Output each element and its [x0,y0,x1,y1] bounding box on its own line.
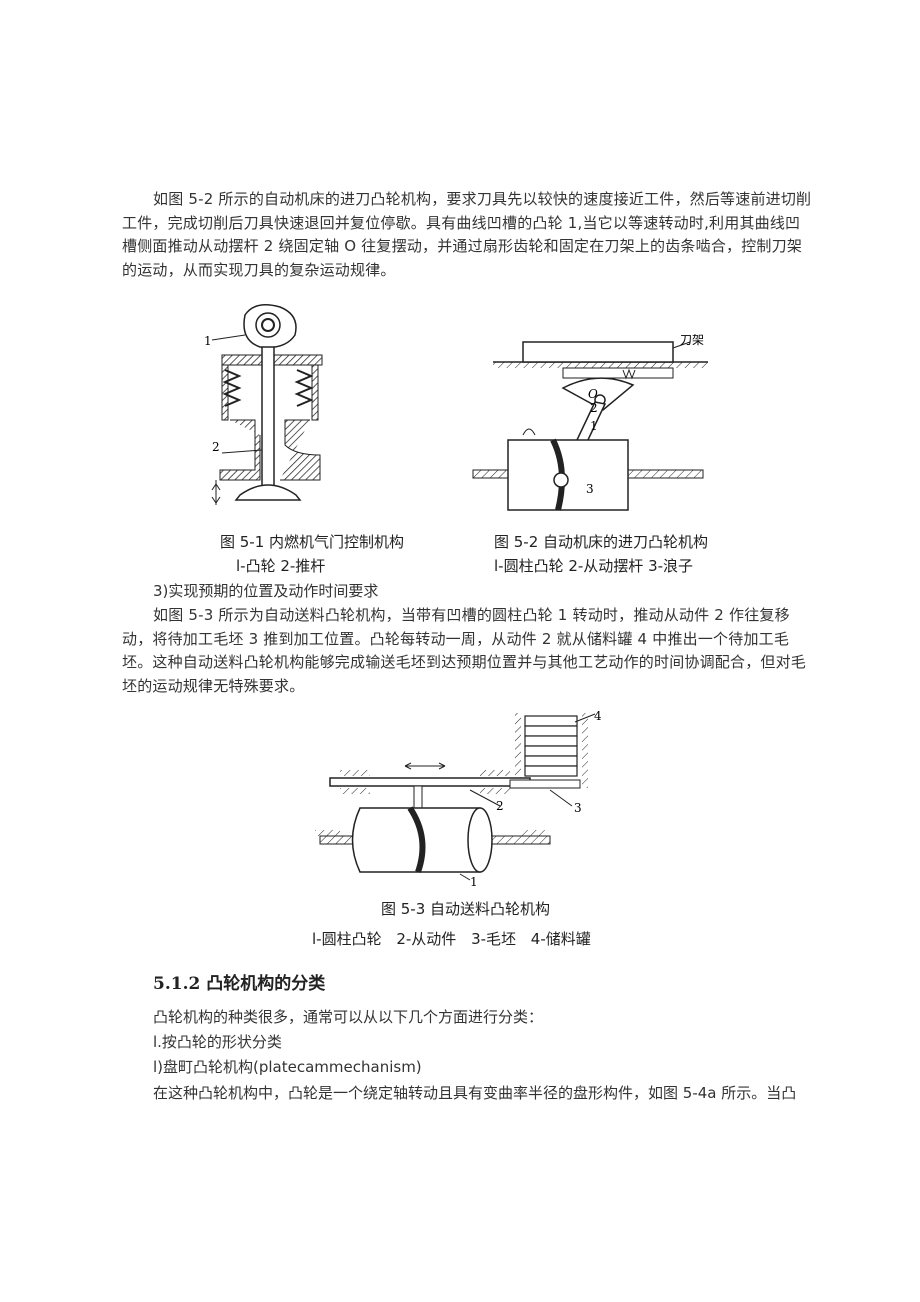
paragraph-plate-cam: 在这种凸轮机构中，凸轮是一个绕定轴转动且具有变曲率半径的盘形构件，如图 5-4a… [153,1084,797,1102]
fig5-3-caption: 图 5-3 自动送料凸轮机构 [381,900,551,918]
fig5-3-legend: l-圆柱凸轮 2-从动件 3-毛坯 4-储料罐 [312,930,591,948]
fig3-label-4: 4 [594,709,602,723]
fig2-label-1: 1 [590,419,598,433]
classification-by-shape: l.按凸轮的形状分类 [153,1033,282,1051]
fig5-1-legend: l-凸轮 2-推杆 [236,557,326,575]
section-heading-5-1-2: 5.1.2 凸轮机构的分类 [153,974,326,994]
fig5-1-caption: 图 5-1 内燃机气门控制机构 [220,533,405,551]
fig2-label-tool-holder: 刀架 [680,333,704,347]
fig3-label-1: 1 [470,875,478,888]
paragraph-fig5-3-description: 如图 5-3 所示为自动送料凸轮机构，当带有凹槽的圆柱凸轮 1 转动时，推动从动… [122,606,807,695]
fig2-label-axis-o: O [588,387,598,401]
figure-5-3-auto-feed-cam: 4 2 3 1 [315,709,602,888]
paragraph-fig5-2-description: 如图 5-2 所示的自动机床的进刀凸轮机构，要求刀具先以较快的速度接近工件，然后… [122,190,812,279]
figure-5-1-valve-mechanism: 1 2 [204,304,323,505]
fig5-2-legend: l-圆柱凸轮 2-从动摆杆 3-浪子 [494,557,694,575]
fig3-label-2: 2 [496,799,504,813]
fig3-label-3: 3 [574,801,582,815]
fig1-label-1: 1 [204,334,212,348]
classification-intro: 凸轮机构的种类很多，通常可以从以下几个方面进行分类： [153,1008,544,1026]
fig2-label-2: 2 [590,401,598,415]
fig5-2-caption: 图 5-2 自动机床的进刀凸轮机构 [494,533,709,551]
fig2-label-3: 3 [586,482,594,496]
fig1-label-2: 2 [212,440,220,454]
plate-cam-mechanism: l)盘町凸轮机构(platecammechanism) [153,1058,422,1076]
section-3-title: 3)实现预期的位置及动作时间要求 [153,582,379,600]
figure-5-2-feed-cam-mechanism: 刀架 O 1 2 3 [472,333,708,511]
